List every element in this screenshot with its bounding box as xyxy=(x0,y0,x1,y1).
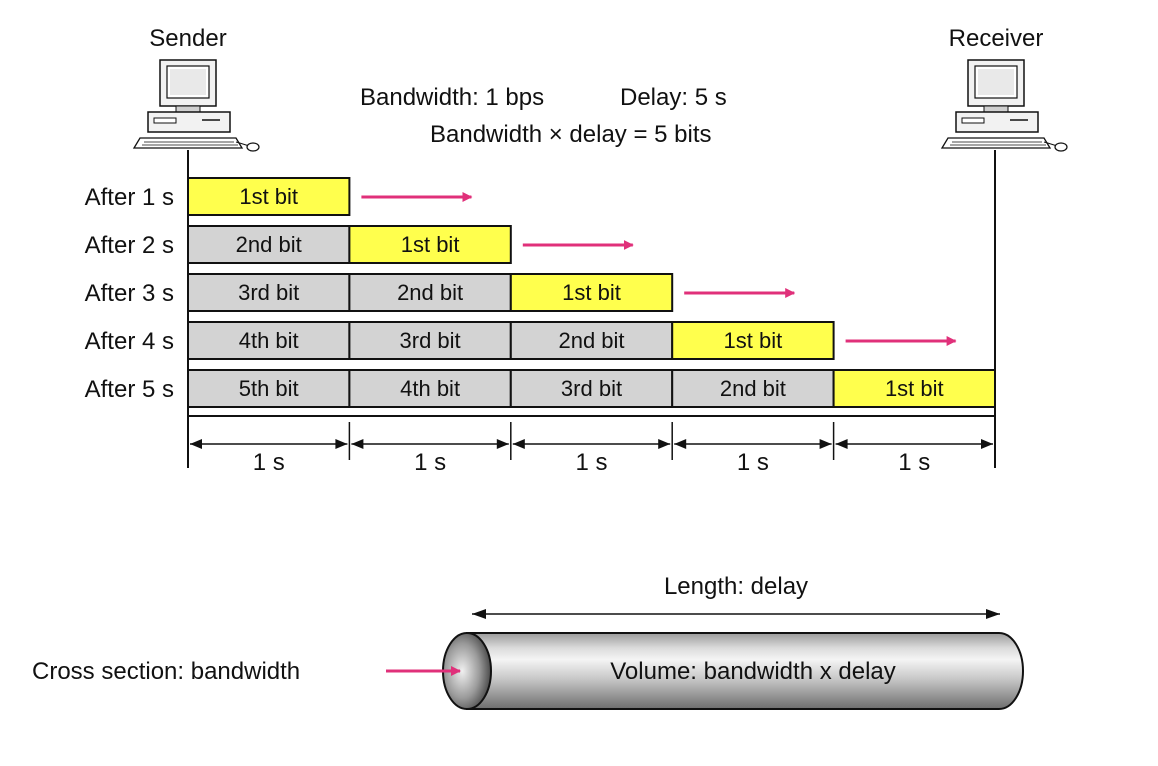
bit-cell xyxy=(671,369,835,408)
receiver-computer-icon xyxy=(940,59,1068,152)
bit-cell-label: 3rd bit xyxy=(238,280,299,305)
row-label: After 3 s xyxy=(85,280,174,307)
interval-arrow-right-head xyxy=(335,439,348,449)
newest-bit-cell xyxy=(187,177,351,216)
time-intervals: 1 s 1 s 1 s 1 s 1 s xyxy=(187,422,993,476)
newest-bit-cell xyxy=(671,321,835,360)
row-label: After 5 s xyxy=(85,376,174,403)
bandwidth-label: Bandwidth: 1 bps xyxy=(360,84,544,111)
interval-arrow-right-head xyxy=(981,439,993,449)
sender-computer-icon xyxy=(132,59,260,152)
bit-cell-label: 5th bit xyxy=(239,376,299,401)
interval-arrow-left-head xyxy=(190,439,202,449)
bit-cell-label: 2nd bit xyxy=(236,232,302,257)
row-label: After 2 s xyxy=(85,232,174,259)
timeline-row: After 1 s 1st bit xyxy=(85,177,473,216)
interval-dimension: 1 s xyxy=(671,422,832,476)
length-label: Length: delay xyxy=(664,573,808,600)
interval-label: 1 s xyxy=(414,449,446,476)
bit-cell-label: 1st bit xyxy=(401,232,460,257)
bit-cell-label: 2nd bit xyxy=(558,328,624,353)
timeline-row: After 5 s 5th bit 4th bit 3rd bit 2nd bit 1st… xyxy=(85,369,996,408)
bit-cell-label: 1st bit xyxy=(724,328,783,353)
bit-cell xyxy=(187,225,351,264)
timeline-row: After 2 s 2nd bit 1st bit xyxy=(85,225,634,264)
bit-cell-label: 1st bit xyxy=(239,184,298,209)
timeline-row: After 4 s 4th bit 3rd bit 2nd bit 1st bit xyxy=(85,321,957,360)
bit-cell xyxy=(348,369,512,408)
bit-cell xyxy=(348,273,512,312)
volume-label: Volume: bandwidth x delay xyxy=(610,658,896,685)
bit-cell-label: 3rd bit xyxy=(400,328,461,353)
receiver-label: Receiver xyxy=(949,25,1044,52)
bit-cell-label: 3rd bit xyxy=(561,376,622,401)
bit-cell xyxy=(187,321,351,360)
bit-cell-label: 4th bit xyxy=(400,376,460,401)
interval-arrow-left-head xyxy=(835,439,848,449)
row-label: After 1 s xyxy=(85,184,174,211)
timeline-row: After 3 s 3rd bit 2nd bit 1st bit xyxy=(85,273,796,312)
bandwidth-delay-product-label: Bandwidth × delay = 5 bits xyxy=(430,121,712,148)
interval-dimension: 1 s xyxy=(510,422,671,476)
row-label: After 4 s xyxy=(85,328,174,355)
pipe-cylinder xyxy=(442,632,1024,710)
interval-arrow-left-head xyxy=(512,439,525,449)
newest-bit-cell xyxy=(832,369,996,408)
interval-label: 1 s xyxy=(737,449,769,476)
interval-dimension: 1 s xyxy=(832,422,993,476)
cross-section-label: Cross section: bandwidth xyxy=(32,658,300,685)
interval-dimension: 1 s xyxy=(348,422,509,476)
interval-arrow-right-head xyxy=(658,439,671,449)
interval-label: 1 s xyxy=(253,449,285,476)
bit-cell xyxy=(509,369,674,408)
interval-arrow-left-head xyxy=(351,439,364,449)
interval-label: 1 s xyxy=(898,449,930,476)
bit-cell xyxy=(509,321,674,360)
length-arrow-right-head xyxy=(986,609,1000,619)
bit-cell-label: 1st bit xyxy=(562,280,621,305)
interval-arrow-left-head xyxy=(674,439,687,449)
interval-arrow-right-head xyxy=(496,439,509,449)
newest-bit-cell xyxy=(348,225,512,264)
length-arrow-left-head xyxy=(472,609,486,619)
interval-dimension: 1 s xyxy=(187,422,348,476)
interval-label: 1 s xyxy=(575,449,607,476)
interval-arrow-right-head xyxy=(819,439,832,449)
bit-cell xyxy=(187,369,351,408)
bit-cell-label: 2nd bit xyxy=(397,280,463,305)
bit-cell-label: 1st bit xyxy=(885,376,944,401)
sender-label: Sender xyxy=(149,25,226,52)
bit-cell-label: 2nd bit xyxy=(720,376,786,401)
delay-label: Delay: 5 s xyxy=(620,84,727,111)
bit-cell-label: 4th bit xyxy=(239,328,299,353)
newest-bit-cell xyxy=(509,273,674,312)
